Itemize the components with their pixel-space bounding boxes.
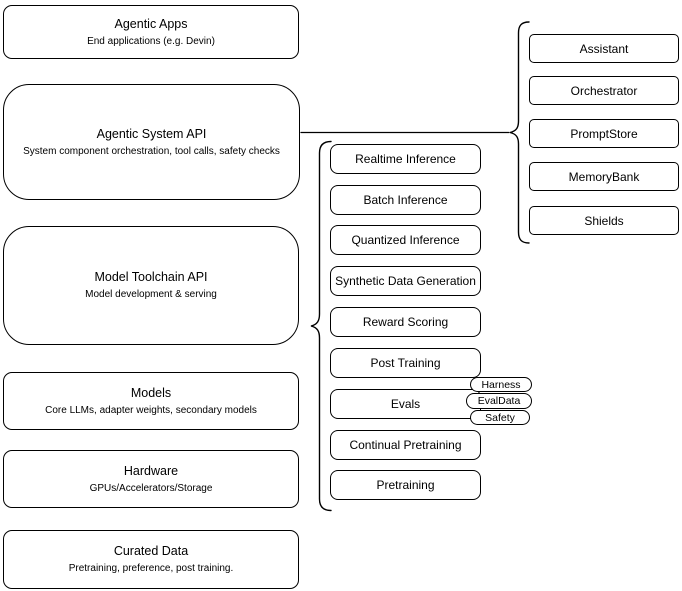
system-item-orchestrator: Orchestrator: [529, 76, 679, 105]
evals-pill-evaldata: EvalData: [466, 393, 532, 409]
model-toolchain-api-title: Model Toolchain API: [94, 270, 208, 284]
toolchain-item-continual-pretraining: Continual Pretraining: [330, 430, 481, 460]
toolchain-item-post-training: Post Training: [330, 348, 481, 378]
evals-pill-harness: Harness: [470, 377, 532, 392]
agentic-apps-title: Agentic Apps: [114, 16, 188, 31]
models-box: Models Core LLMs, adapter weights, secon…: [3, 372, 299, 430]
system-components-brace: [509, 21, 530, 244]
toolchain-item-quantized-inference: Quantized Inference: [330, 225, 481, 255]
agentic-system-api-title: Agentic System API: [96, 126, 207, 141]
toolchain-item-reward-scoring: Reward Scoring: [330, 307, 481, 337]
toolchain-components-brace: [310, 140, 332, 512]
system-item-memorybank: MemoryBank: [529, 162, 679, 191]
system-item-shields: Shields: [529, 206, 679, 235]
agentic-system-api-subtitle: System component orchestration, tool cal…: [23, 145, 280, 157]
hardware-box: Hardware GPUs/Accelerators/Storage: [3, 450, 299, 508]
hardware-subtitle: GPUs/Accelerators/Storage: [89, 482, 213, 494]
toolchain-item-synthetic-data-generation: Synthetic Data Generation: [330, 266, 481, 296]
hardware-title: Hardware: [123, 463, 179, 478]
model-toolchain-api-box: Model Toolchain API Model development & …: [3, 226, 299, 345]
system-item-promptstore: PromptStore: [529, 119, 679, 148]
toolchain-item-batch-inference: Batch Inference: [330, 185, 481, 215]
evals-pill-safety: Safety: [470, 410, 530, 425]
model-toolchain-api-subtitle: Model development & serving: [85, 289, 217, 300]
toolchain-item-pretraining: Pretraining: [330, 470, 481, 500]
agentic-apps-box: Agentic Apps End applications (e.g. Devi…: [3, 5, 299, 59]
curated-data-subtitle: Pretraining, preference, post training.: [68, 563, 234, 574]
models-subtitle: Core LLMs, adapter weights, secondary mo…: [45, 404, 257, 416]
system-item-assistant: Assistant: [529, 34, 679, 63]
agentic-apps-subtitle: End applications (e.g. Devin): [87, 35, 215, 47]
toolchain-item-evals: Evals: [330, 389, 481, 419]
toolchain-item-realtime-inference: Realtime Inference: [330, 144, 481, 174]
agentic-system-api-box: Agentic System API System component orch…: [3, 84, 300, 200]
curated-data-title: Curated Data: [113, 544, 189, 558]
curated-data-box: Curated Data Pretraining, preference, po…: [3, 530, 299, 589]
models-title: Models: [130, 385, 172, 400]
